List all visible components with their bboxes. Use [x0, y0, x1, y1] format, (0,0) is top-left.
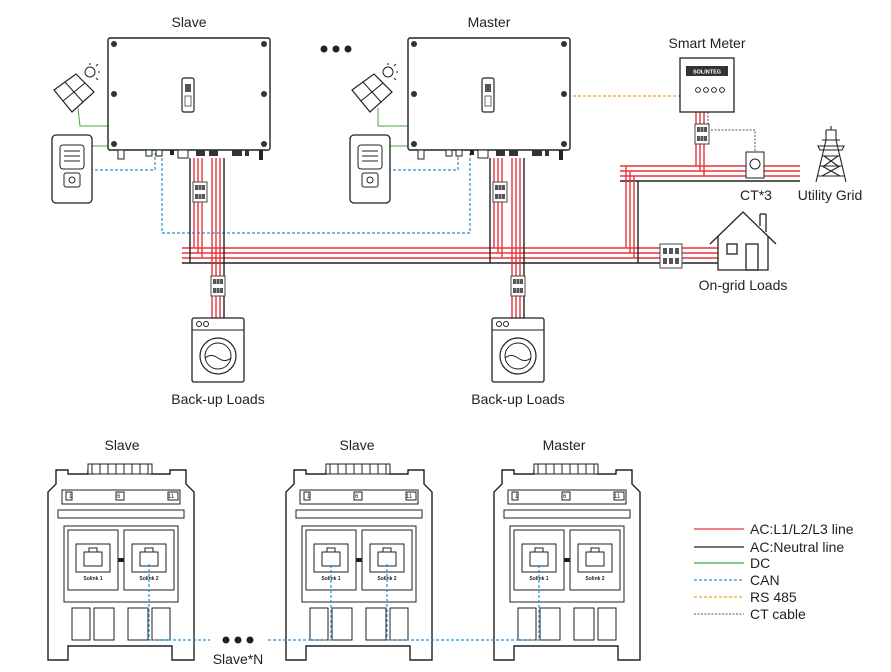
legend-item-neutral: AC:Neutral line — [694, 539, 844, 555]
smart-meter-label: Smart Meter — [668, 35, 745, 51]
legend-item-can: CAN — [694, 572, 780, 588]
bottom-unit1-label: Slave — [104, 437, 139, 453]
legend-item-ct-cable: CT cable — [694, 606, 806, 622]
svg-text:AC:L1/L2/L3 line: AC:L1/L2/L3 line — [750, 521, 854, 537]
legend-item-dc: DC — [694, 555, 770, 571]
breaker-slave-grid — [192, 181, 208, 203]
slave-n-dots — [222, 636, 254, 644]
svg-text:11: 11 — [614, 494, 621, 500]
svg-text:6: 6 — [355, 494, 359, 500]
svg-text:AC:Neutral line: AC:Neutral line — [750, 539, 844, 555]
svg-text:Solink 2: Solink 2 — [585, 576, 604, 582]
meter-brand: SOLINTEG — [693, 70, 721, 76]
bottom-unit2-label: Slave — [339, 437, 374, 453]
slave-inverter — [107, 37, 271, 161]
breaker-slave-backup — [210, 275, 226, 297]
svg-text:Solink 1: Solink 1 — [529, 576, 548, 582]
backup-load-slave-icon — [191, 317, 245, 383]
slave-inverter-label: Slave — [171, 14, 206, 30]
svg-text:RS 485: RS 485 — [750, 589, 797, 605]
legend-item-ac-line: AC:L1/L2/L3 line — [694, 521, 854, 537]
house-icon — [709, 211, 777, 271]
pin-labels: 1 6 11 1 6 11 1 6 11 — [69, 494, 621, 500]
breaker-ongrid — [659, 243, 683, 269]
svg-text:DC: DC — [750, 555, 770, 571]
svg-text:11: 11 — [406, 494, 413, 500]
ct-cable — [707, 112, 756, 152]
bottom-unit3-label: Master — [543, 437, 586, 453]
can-lines — [90, 153, 471, 234]
breaker-master-backup — [510, 275, 526, 297]
svg-text:11: 11 — [168, 494, 175, 500]
backup-loads-right-label: Back-up Loads — [471, 391, 564, 407]
svg-text:CAN: CAN — [750, 572, 780, 588]
legend-item-rs485: RS 485 — [694, 589, 797, 605]
svg-text:6: 6 — [117, 494, 121, 500]
more-inverters-dots — [320, 45, 352, 53]
backup-load-master-icon — [491, 317, 545, 383]
svg-text:1: 1 — [307, 494, 311, 500]
can-links-bottom — [148, 564, 540, 641]
backup-loads-left-label: Back-up Loads — [171, 391, 264, 407]
pv-panel-master-icon — [351, 62, 399, 113]
svg-text:1: 1 — [69, 494, 73, 500]
master-inverter — [407, 37, 571, 161]
svg-text:Solink 1: Solink 1 — [83, 576, 102, 582]
svg-text:1: 1 — [515, 494, 519, 500]
ct-icon — [745, 151, 765, 179]
legend: AC:L1/L2/L3 line AC:Neutral line DC CAN … — [694, 521, 854, 622]
ct-label: CT*3 — [740, 187, 772, 203]
slave-n-label: Slave*N — [213, 651, 264, 667]
utility-tower-icon — [815, 126, 847, 183]
master-inverter-label: Master — [468, 14, 511, 30]
battery-slave-icon — [51, 134, 93, 204]
svg-text:CT cable: CT cable — [750, 606, 806, 622]
utility-grid-label: Utility Grid — [798, 187, 863, 203]
svg-text:Solink 1: Solink 1 — [321, 576, 340, 582]
smart-meter-icon — [679, 57, 735, 113]
ongrid-loads-label: On-grid Loads — [699, 277, 788, 293]
pv-panel-slave-icon — [53, 62, 101, 113]
battery-master-icon — [349, 134, 391, 204]
breaker-master-grid — [492, 181, 508, 203]
svg-text:6: 6 — [563, 494, 567, 500]
breaker-meter — [694, 123, 710, 145]
